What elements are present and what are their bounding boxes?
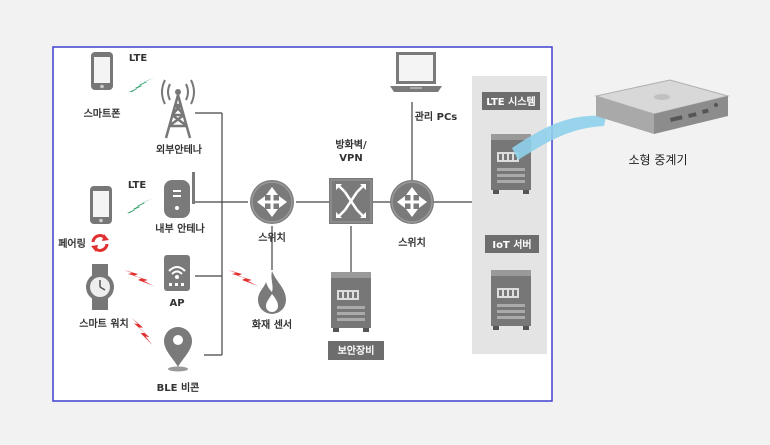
security-equipment-label: 보안장비	[338, 344, 375, 357]
lte-label-top: LTE	[129, 53, 148, 64]
laptop-icon	[390, 52, 442, 92]
diagram-frame	[52, 46, 553, 402]
smartphone-icon	[91, 52, 113, 90]
ap-label: AP	[169, 298, 184, 309]
wifi-router-icon	[164, 255, 190, 291]
inner-antenna-label: 내부 안테나	[155, 222, 205, 235]
firewall-label-line2: VPN	[339, 153, 362, 164]
smartphone-label: 스마트폰	[84, 107, 121, 120]
firewall-label-line1: 방화벽/	[335, 138, 367, 151]
inner-antenna-icon	[164, 172, 195, 218]
connection-lines	[195, 102, 472, 356]
ble-beacon-label: BLE 비콘	[157, 381, 200, 394]
relay-callout	[512, 115, 606, 160]
iot-server-label: IoT 서버	[492, 238, 531, 251]
admin-pcs-label: 관리 PCs	[415, 110, 458, 123]
flame-icon	[258, 271, 286, 314]
relay-box-icon	[594, 79, 730, 134]
router-arrows-icon	[249, 179, 295, 225]
firewall-icon	[329, 178, 373, 224]
pairing-label: 페어링	[58, 237, 86, 250]
sync-icon	[91, 234, 109, 252]
antenna-tower-icon	[161, 79, 195, 139]
map-pin-icon	[164, 327, 192, 372]
iot-server-tag	[485, 235, 539, 253]
lte-label-mid: LTE	[128, 180, 147, 191]
outer-antenna-label: 외부안테나	[156, 143, 203, 156]
fire-sensor-label: 화재 센서	[252, 318, 292, 331]
server-icon	[331, 272, 371, 332]
smart-watch-label: 스마트 워치	[79, 317, 128, 330]
server-icon	[491, 270, 531, 330]
switch-right-label: 스위치	[398, 236, 426, 249]
security-equipment-tag	[328, 341, 384, 360]
small-relay-label: 소형 중계기	[628, 153, 687, 167]
switch-left-label: 스위치	[258, 231, 286, 244]
smartwatch-icon	[86, 264, 114, 310]
router-arrows-icon	[389, 179, 435, 225]
smartphone-icon	[90, 186, 112, 224]
lte-system-label: LTE 시스템	[486, 96, 535, 108]
lte-system-tag	[482, 92, 540, 110]
